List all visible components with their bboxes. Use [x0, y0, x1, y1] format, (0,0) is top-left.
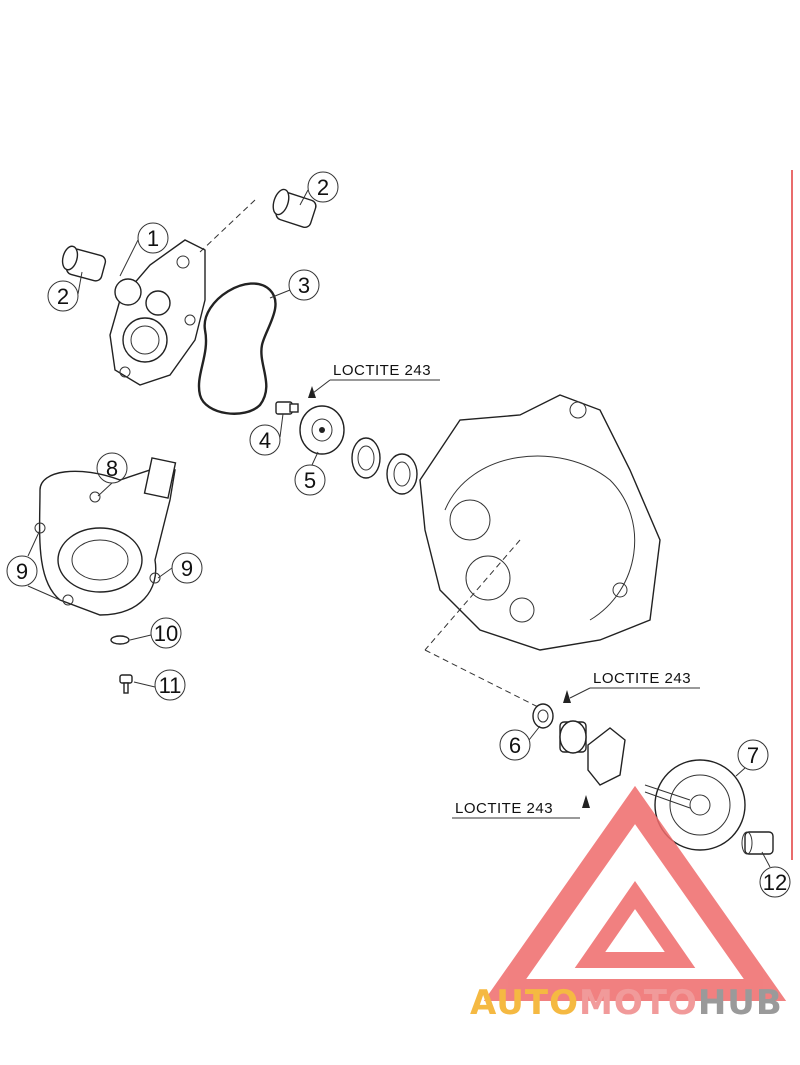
svg-text:2: 2	[317, 175, 329, 200]
leader-case-2	[424, 649, 541, 709]
part-impeller-5	[299, 405, 345, 455]
part-bushing-12	[741, 831, 774, 855]
part-gear-7	[644, 759, 746, 851]
svg-text:2: 2	[57, 284, 69, 309]
svg-text:12: 12	[763, 870, 787, 895]
svg-text:1: 1	[147, 226, 159, 251]
svg-text:LOCTITE 243: LOCTITE 243	[593, 670, 691, 687]
svg-text:LOCTITE 243: LOCTITE 243	[455, 800, 553, 817]
part-screw-11	[119, 674, 133, 694]
loctite-drop-1	[308, 386, 316, 398]
loctite-label-b: LOCTITE 243	[569, 670, 700, 699]
svg-text:LOCTITE 243: LOCTITE 243	[333, 362, 431, 379]
part-washer-10	[110, 635, 130, 645]
callout-5: 5	[294, 464, 326, 496]
svg-text:8: 8	[106, 456, 118, 481]
svg-text:9: 9	[16, 559, 28, 584]
svg-text:6: 6	[509, 733, 521, 758]
part-fitting-left	[61, 245, 107, 282]
callout-9-right: 9	[171, 552, 203, 584]
callout-10: 10	[150, 617, 182, 649]
part-pump-cover	[34, 457, 177, 616]
loctite-drop-2	[563, 690, 571, 703]
callout-11: 11	[154, 669, 186, 701]
callout-2-left: 2	[47, 280, 79, 312]
callout-9-left: 9	[6, 555, 38, 587]
callout-7: 7	[737, 739, 769, 771]
callout-2-upper: 2	[307, 171, 339, 203]
svg-text:3: 3	[298, 273, 310, 298]
svg-text:11: 11	[159, 673, 182, 698]
part-bearing-6	[532, 703, 554, 729]
leader-case	[424, 539, 521, 651]
part-plate	[587, 727, 626, 786]
part-fitting-upper	[272, 188, 317, 229]
svg-text:10: 10	[154, 621, 178, 646]
part-oring	[197, 282, 277, 415]
loctite-drop-3	[582, 795, 590, 808]
svg-text:4: 4	[259, 428, 271, 453]
part-seals	[351, 437, 418, 495]
callout-1: 1	[137, 222, 169, 254]
callout-4: 4	[249, 424, 281, 456]
callout-3: 3	[288, 269, 320, 301]
part-bolt-4	[275, 401, 299, 415]
loctite-label-c: LOCTITE 243	[452, 800, 580, 819]
svg-text:7: 7	[747, 743, 759, 768]
svg-text:9: 9	[181, 556, 193, 581]
part-pump-housing	[109, 239, 206, 386]
callout-6: 6	[499, 729, 531, 761]
watermark-text: AUTOMOTOHUB	[470, 983, 783, 1023]
watermark-logo	[483, 785, 787, 1001]
callout-8: 8	[96, 452, 128, 484]
part-bearing-large	[559, 720, 587, 754]
callout-12: 12	[759, 866, 791, 898]
callout-leaders	[27, 189, 771, 868]
leader-fitting	[199, 199, 256, 253]
svg-text:5: 5	[304, 468, 316, 493]
loctite-label-a: LOCTITE 243	[312, 362, 440, 394]
part-engine-case	[419, 394, 661, 651]
